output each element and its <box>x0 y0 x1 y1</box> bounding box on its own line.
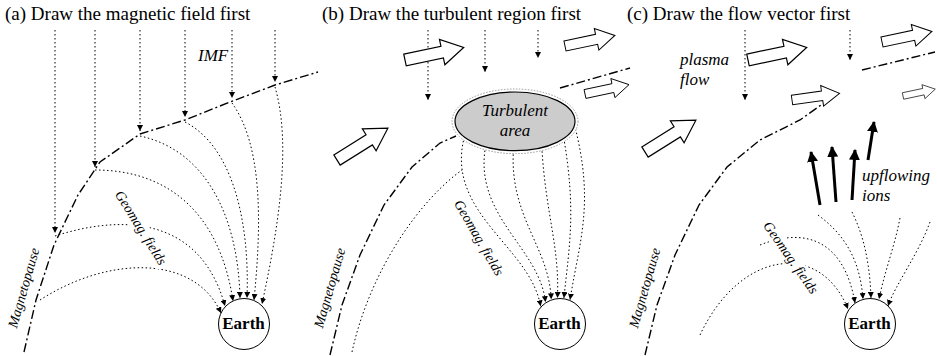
field-line <box>513 150 551 299</box>
magnetopause-label: Magnetopause <box>311 244 350 332</box>
magnetopause-line <box>330 136 456 355</box>
ion-label: upflowing ions <box>862 166 934 205</box>
plasma-flow-arrows <box>638 21 937 163</box>
turbulent-area-ellipse: Turbulent area <box>451 88 579 155</box>
magnetopause-label: Magnetopause <box>5 244 44 332</box>
imf-label: IMF <box>198 46 228 66</box>
magnetopause-line <box>24 72 318 352</box>
field-line <box>564 138 571 298</box>
region-label: Turbulent area <box>475 101 555 140</box>
earth-circle: Earth <box>534 298 587 351</box>
earth-circle: Earth <box>844 298 897 351</box>
earth-circle: Earth <box>218 298 271 351</box>
panel-title: (c) Draw the flow vector first <box>627 3 850 25</box>
field-label: Geomag. fields <box>449 196 507 281</box>
geomagnetic-field-lines <box>40 87 283 313</box>
imf-lines <box>745 30 850 100</box>
earth-label: Earth <box>538 314 581 334</box>
geomagnetic-field-lines <box>700 212 930 335</box>
magnetopause-line <box>862 52 935 70</box>
geomagnetic-field-line <box>352 170 462 352</box>
field-label: Geomag. fields <box>758 217 822 299</box>
field-label: Geomag. fields <box>110 186 171 270</box>
imf-lines <box>55 30 275 233</box>
earth-label: Earth <box>848 314 891 334</box>
panel-title: (a) Draw the magnetic field first <box>5 3 250 25</box>
field-line <box>542 147 558 298</box>
panel-title: (b) Draw the turbulent region first <box>322 3 581 25</box>
magnetopause-label: Magnetopause <box>626 244 665 332</box>
plasma-flow-arrows <box>330 25 631 171</box>
earth-label: Earth <box>222 314 265 334</box>
flow-label: plasma flow <box>680 50 738 89</box>
field-line <box>570 125 585 300</box>
